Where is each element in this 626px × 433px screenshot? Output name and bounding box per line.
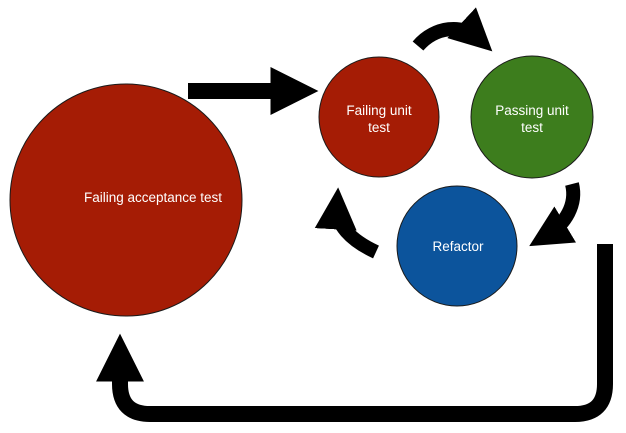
arrow-refactor-to-failing [314,187,380,259]
arrow-loop-back-to-acceptance [96,244,613,422]
node-failing-unit-test [318,56,440,178]
node-refactor [396,185,518,307]
arrow-passing-to-refactor [529,182,581,247]
node-failing-acceptance-test [9,83,243,317]
arrow-failing-to-passing [412,7,493,52]
node-passing-unit-test [470,55,594,179]
